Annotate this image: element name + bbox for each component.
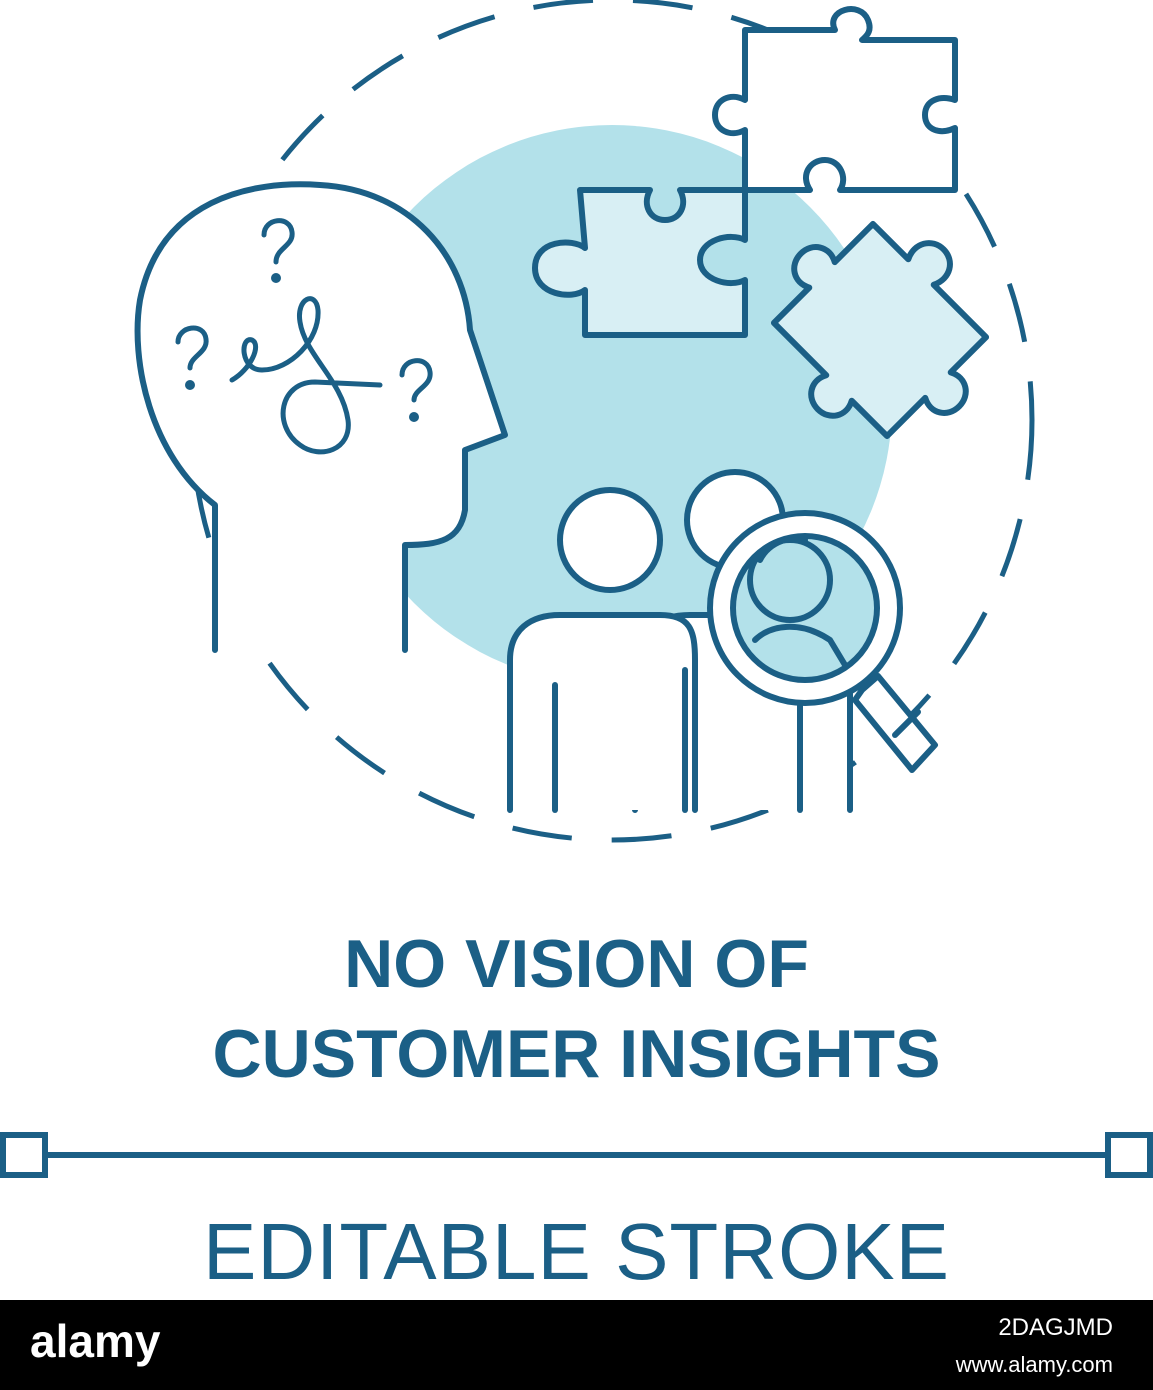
brand-logo: alamy — [30, 1315, 161, 1367]
puzzle-piece-icon — [770, 220, 990, 440]
editable-stroke-line — [0, 1132, 1153, 1178]
scribble-icon — [229, 296, 383, 455]
site-url[interactable]: www.alamy.com — [955, 1352, 1113, 1377]
title-line-2: CUSTOMER INSIGHTS — [212, 1016, 941, 1092]
subtitle: EDITABLE STROKE — [202, 1207, 951, 1296]
concept-illustration — [0, 0, 1153, 1178]
magnifier-icon — [707, 510, 938, 773]
head-icon — [134, 181, 508, 653]
footer-bar: alamy 2DAGJMD www.alamy.com — [0, 1300, 1153, 1390]
question-mark-icon — [175, 218, 433, 422]
title-line-1: NO VISION OF — [344, 926, 809, 1002]
puzzle-piece-icon — [712, 6, 958, 193]
puzzle-piece-icon — [532, 187, 748, 338]
image-id: 2DAGJMD — [998, 1314, 1113, 1341]
